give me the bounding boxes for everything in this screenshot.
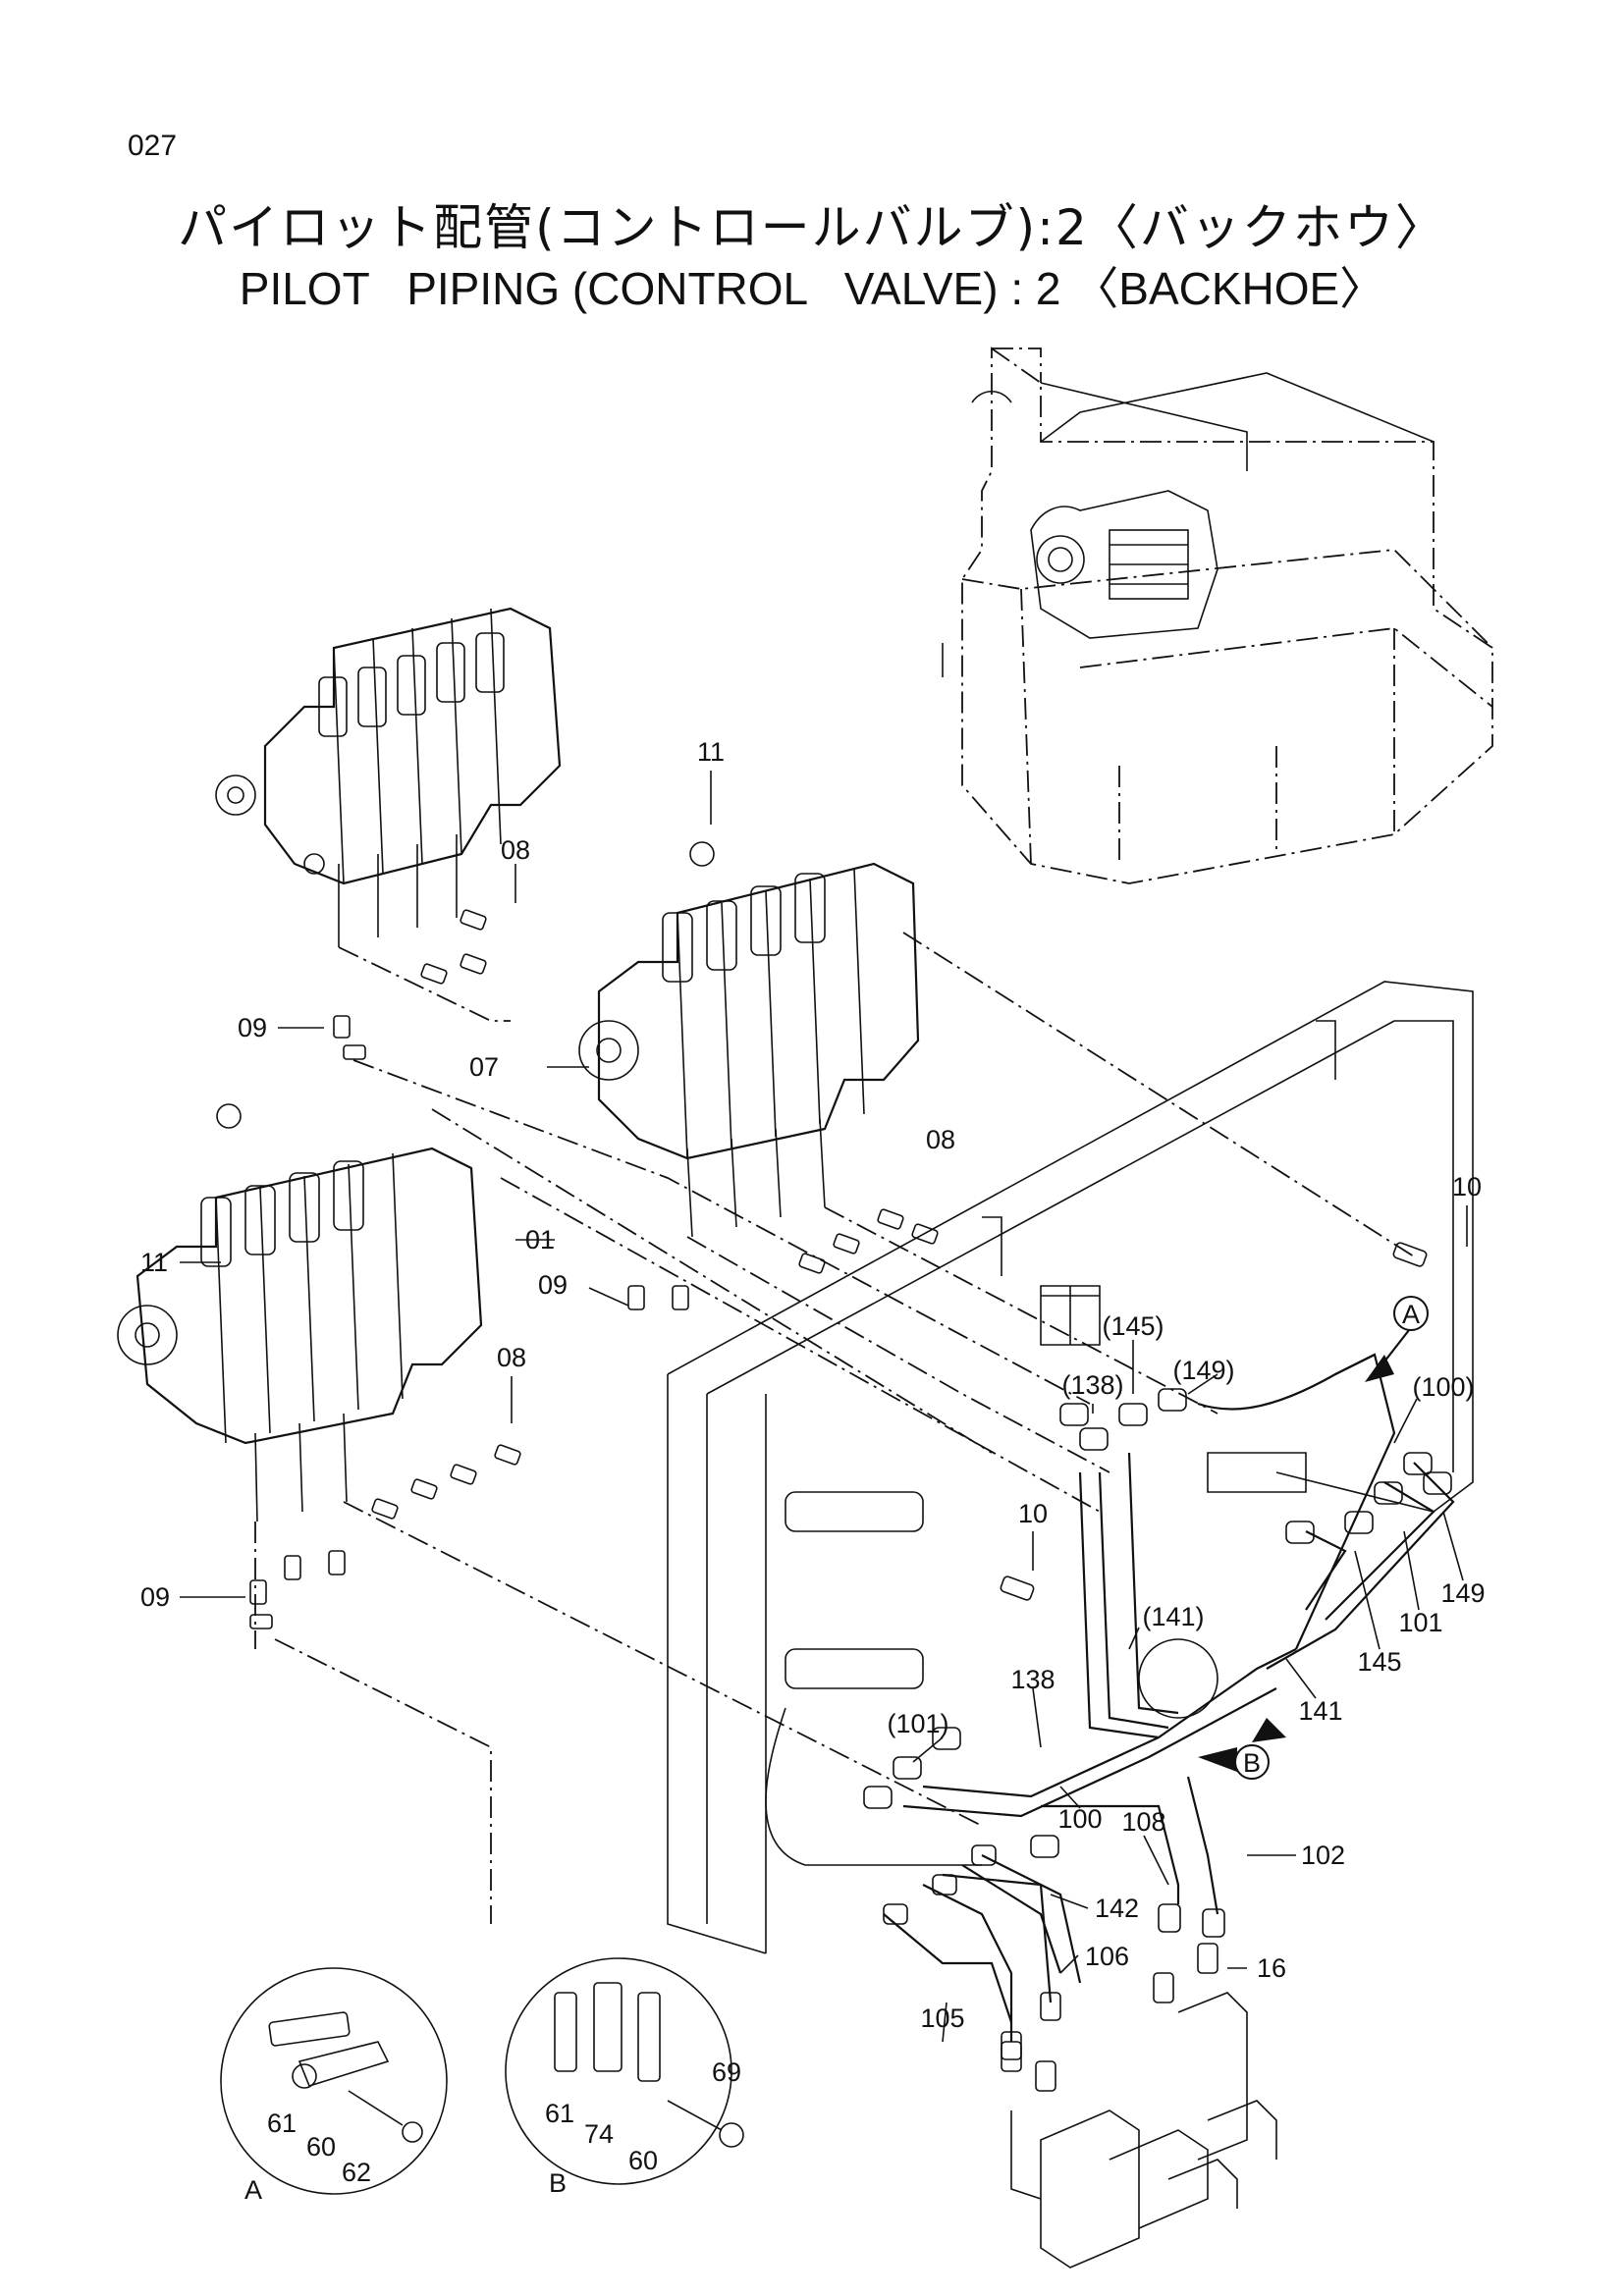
detail-a-callout-61: 61 bbox=[267, 2109, 297, 2138]
detail-a-label: A bbox=[244, 2175, 262, 2205]
title-japanese: パイロット配管(コントロールバルブ):2〈バックホウ〉 bbox=[178, 199, 1446, 256]
control-valve-rear bbox=[215, 607, 562, 947]
callout-105: 105 bbox=[920, 2003, 964, 2033]
pilot-pipes bbox=[883, 1353, 1455, 2042]
leader-lines bbox=[254, 932, 1415, 1924]
detail-a-callout-62: 62 bbox=[342, 2158, 371, 2187]
detail-a bbox=[220, 1967, 448, 2195]
callout-138: 138 bbox=[1010, 1665, 1055, 1694]
callout-102: 102 bbox=[1301, 1841, 1345, 1870]
detail-b-label: B bbox=[549, 2168, 567, 2198]
callout-145: 145 bbox=[1357, 1647, 1401, 1677]
callout-149: 149 bbox=[1440, 1578, 1485, 1608]
callout-11-left: 11 bbox=[140, 1248, 168, 1277]
detail-b bbox=[505, 1957, 744, 2185]
control-valve-center bbox=[578, 841, 920, 1238]
callout-100: 100 bbox=[1057, 1804, 1102, 1834]
callout-09-left: 09 bbox=[140, 1582, 170, 1612]
detail-b-callout-69: 69 bbox=[712, 2057, 741, 2087]
callout-10-center: 10 bbox=[1018, 1499, 1048, 1528]
callout-08-center: 08 bbox=[926, 1125, 955, 1154]
callout-08-left: 08 bbox=[497, 1343, 526, 1372]
pilot-valve-blocks bbox=[1010, 1992, 1277, 2269]
callout-leaders bbox=[180, 643, 1468, 2043]
callout-141-paren: (141) bbox=[1142, 1602, 1204, 1631]
callout-11-top: 11 bbox=[697, 737, 725, 767]
machine-outline bbox=[961, 347, 1493, 884]
detail-a-callout-60: 60 bbox=[306, 2132, 336, 2162]
callout-100-paren: (100) bbox=[1412, 1372, 1474, 1402]
callout-16: 16 bbox=[1257, 1953, 1286, 1983]
callout-142: 142 bbox=[1095, 1894, 1139, 1923]
callout-138-paren: (138) bbox=[1061, 1370, 1123, 1400]
title-english: PILOT PIPING (CONTROL VALVE) : 2 〈BACKHO… bbox=[239, 263, 1385, 314]
view-marker-b: B bbox=[1198, 1718, 1286, 1780]
callout-145-paren: (145) bbox=[1102, 1311, 1164, 1341]
callout-10-right: 10 bbox=[1452, 1172, 1482, 1201]
callout-08-top: 08 bbox=[501, 835, 530, 865]
marker-b-label: B bbox=[1243, 1748, 1261, 1778]
view-marker-a: A bbox=[1365, 1296, 1429, 1382]
marker-a-label: A bbox=[1402, 1300, 1420, 1329]
detail-b-callout-74: 74 bbox=[584, 2119, 614, 2149]
callout-108: 108 bbox=[1121, 1807, 1165, 1837]
page-number: 027 bbox=[128, 130, 178, 162]
callout-101-paren: (101) bbox=[887, 1709, 948, 1738]
callout-106: 106 bbox=[1085, 1942, 1129, 1971]
callout-09-center: 09 bbox=[538, 1270, 568, 1300]
callout-07: 07 bbox=[469, 1052, 499, 1082]
callout-101: 101 bbox=[1398, 1608, 1442, 1637]
callout-01: 01 bbox=[525, 1225, 555, 1255]
callout-141: 141 bbox=[1298, 1696, 1342, 1726]
callouts: 11 08 09 07 11 01 08 09 08 09 10 10 (145… bbox=[140, 737, 1486, 2205]
mounting-frame bbox=[667, 981, 1474, 1954]
detail-b-callout-60: 60 bbox=[628, 2146, 658, 2175]
callout-09-top: 09 bbox=[238, 1013, 267, 1042]
control-valve-left bbox=[117, 1103, 483, 1522]
fittings bbox=[249, 909, 1452, 2092]
callout-149-paren: (149) bbox=[1172, 1356, 1234, 1385]
detail-b-callout-61: 61 bbox=[545, 2099, 574, 2128]
